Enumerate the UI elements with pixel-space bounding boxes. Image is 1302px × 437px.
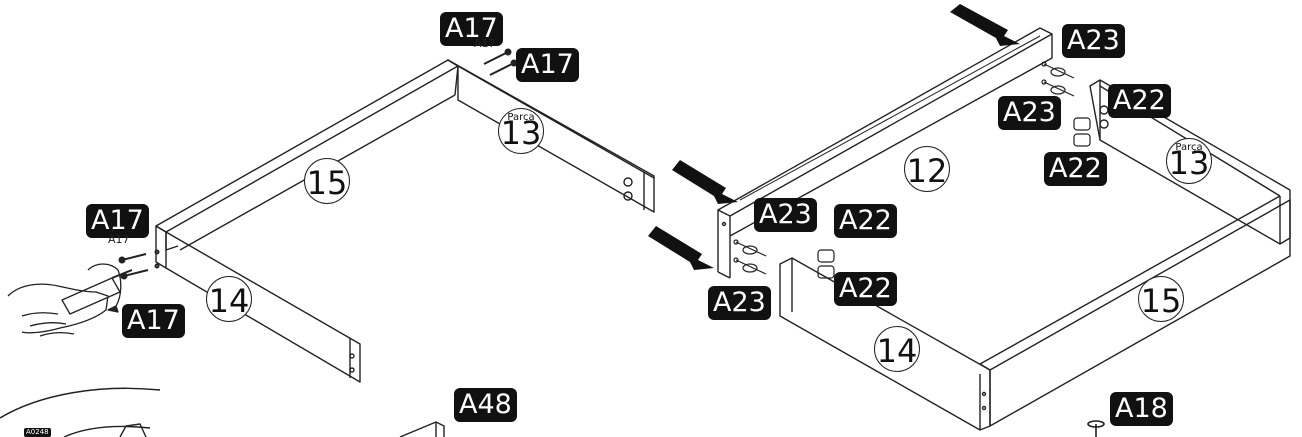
part-13-right-prefix: Parça xyxy=(1175,142,1203,153)
panel-15-left xyxy=(155,59,459,251)
tag-a248: A0248 xyxy=(24,428,51,437)
part-13-left-prefix: Parça xyxy=(507,112,535,123)
tag-a17-left-small: A17 xyxy=(108,233,130,246)
tag-a17-left: A17 xyxy=(86,204,149,238)
tag-a23-left: A23 xyxy=(754,198,817,232)
tag-a48: A48 xyxy=(454,388,517,422)
part-15-right: 15 xyxy=(1138,276,1184,322)
part-15-left-number: 15 xyxy=(306,164,348,202)
tag-a17-hand: A17 xyxy=(122,304,185,338)
tag-a17-top-small: A17 xyxy=(474,37,496,50)
detail-circle xyxy=(0,387,161,437)
tag-a23-mid: A23 xyxy=(998,96,1061,130)
part-13-left: Parça 13 xyxy=(498,108,544,154)
part-12-number: 12 xyxy=(906,152,948,190)
part-14-right: 14 xyxy=(874,326,920,372)
tag-a17-right: A17 xyxy=(516,48,579,82)
panel-14-right xyxy=(779,257,991,431)
screws-a17-top xyxy=(483,48,518,76)
tag-a23-top: A23 xyxy=(1062,24,1125,58)
tag-a22-mid: A22 xyxy=(1044,152,1107,186)
part-12: 12 xyxy=(904,146,950,192)
part-13-right: Parça 13 xyxy=(1166,138,1212,184)
panel-12 xyxy=(717,27,1053,279)
panel-14-left xyxy=(155,225,361,383)
left-frame xyxy=(7,48,655,383)
tag-a22-top: A22 xyxy=(1108,84,1171,118)
screws-a17-left xyxy=(118,249,160,280)
tag-a22-left: A22 xyxy=(834,204,897,238)
detail-a48-part xyxy=(399,421,445,437)
tag-a22-bottom: A22 xyxy=(834,272,897,306)
part-14-left-number: 14 xyxy=(208,282,250,320)
part-13-right-number: 13 xyxy=(1168,144,1210,182)
part-15-left: 15 xyxy=(304,158,350,204)
part-13-left-number: 13 xyxy=(500,114,542,152)
tag-a17-top: A17 xyxy=(440,12,503,46)
tag-a18: A18 xyxy=(1110,392,1173,426)
hand-screwdriver xyxy=(7,263,133,337)
arrows xyxy=(648,4,1020,270)
part-14-left: 14 xyxy=(206,276,252,322)
screw-a18 xyxy=(1087,420,1105,437)
part-14-right-number: 14 xyxy=(876,332,918,370)
panel-13-left xyxy=(447,59,655,213)
part-15-right-number: 15 xyxy=(1140,282,1182,320)
tag-a23-bottom: A23 xyxy=(708,286,771,320)
fittings xyxy=(733,61,1091,279)
right-frame xyxy=(648,4,1291,437)
